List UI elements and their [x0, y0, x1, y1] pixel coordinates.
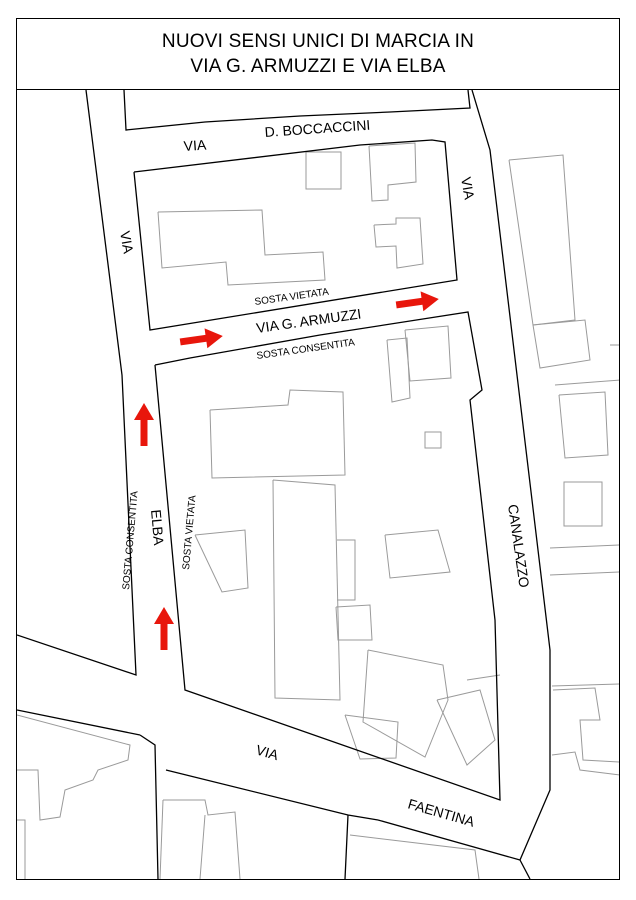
- label-sosta-vietata-armuzzi: SOSTA VIETATA: [254, 287, 330, 308]
- label-elba-name: ELBA: [148, 509, 167, 547]
- one-way-arrow-icon: [134, 403, 154, 446]
- building-outlines: [17, 142, 619, 879]
- one-way-arrow-icon: [154, 607, 174, 650]
- label-sosta-consentita-elba: SOSTA CONSENTITA: [121, 490, 141, 590]
- one-way-arrow-icon: [179, 328, 223, 349]
- label-boccaccini-name: D. BOCCACCINI: [264, 117, 371, 140]
- title-line-2: VIA G. ARMUZZI E VIA ELBA: [190, 56, 446, 77]
- title-box: NUOVI SENSI UNICI DI MARCIA IN VIA G. AR…: [17, 19, 619, 90]
- one-way-arrows: [134, 291, 439, 650]
- label-canalazzo-via: VIA: [458, 176, 478, 202]
- label-faentina-name: FAENTINA: [406, 796, 477, 830]
- label-sosta-consentita-armuzzi: SOSTA CONSENTITA: [256, 337, 356, 362]
- one-way-arrow-icon: [395, 291, 439, 312]
- street-labels: VIA D. BOCCACCINI VIA CANALAZZO VIA ELBA…: [117, 117, 533, 830]
- label-sosta-vietata-elba: SOSTA VIETATA: [181, 494, 199, 570]
- street-edges: [17, 90, 551, 879]
- label-faentina-via: VIA: [254, 742, 281, 764]
- label-boccaccini-via: VIA: [183, 136, 207, 154]
- label-elba-via: VIA: [117, 230, 137, 256]
- title-line-1: NUOVI SENSI UNICI DI MARCIA IN: [161, 31, 475, 52]
- label-canalazzo-name: CANALAZZO: [505, 503, 533, 589]
